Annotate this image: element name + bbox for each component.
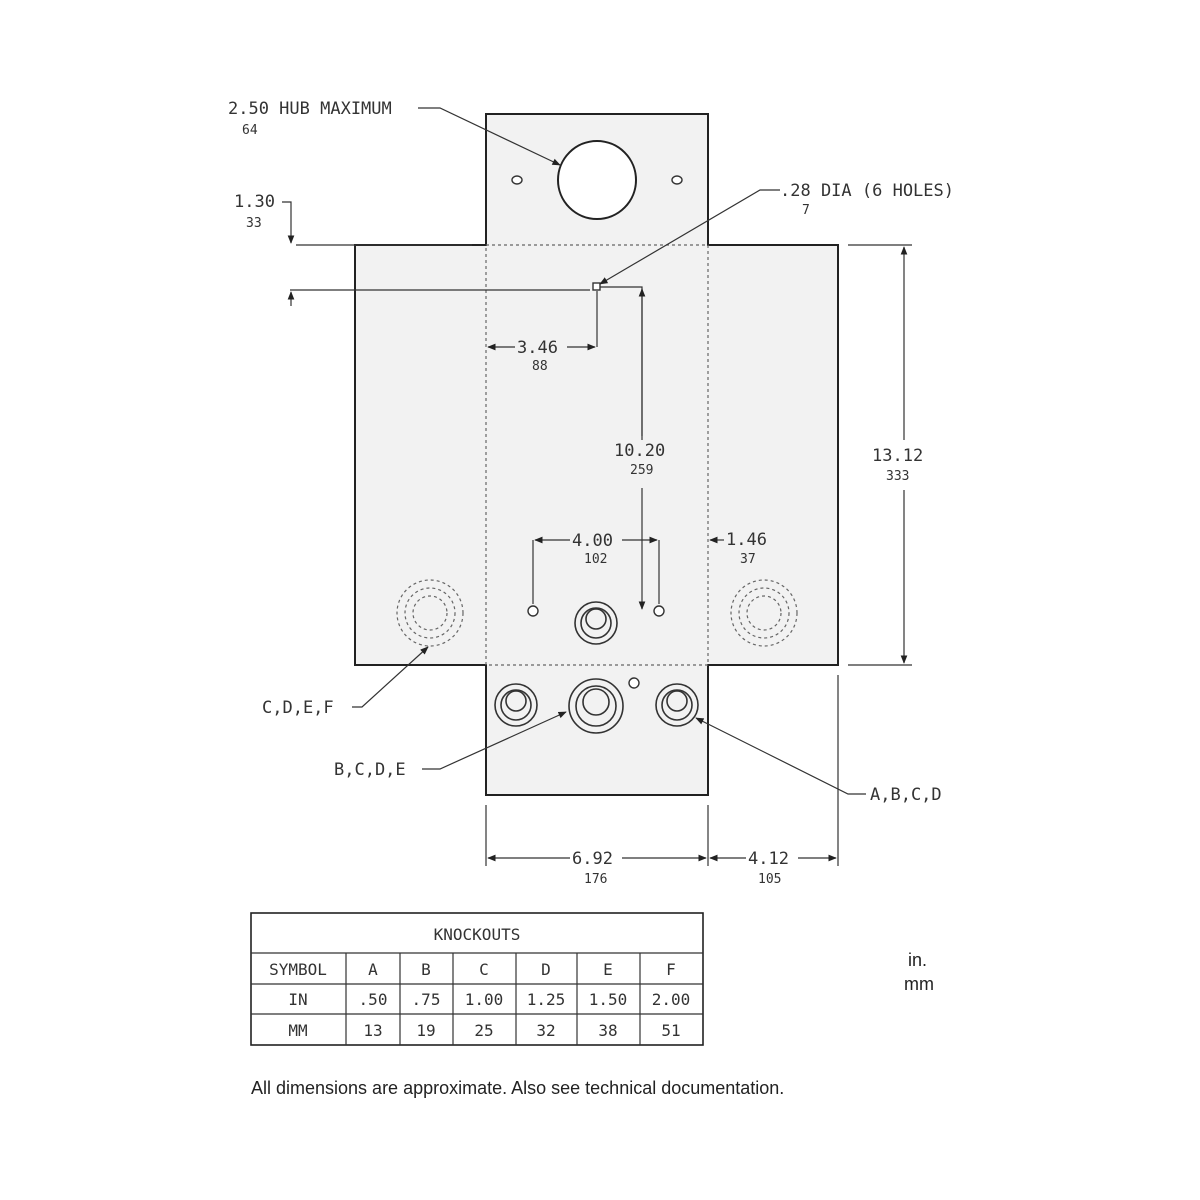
mounting-hole <box>527 605 539 617</box>
top-offset-mm: 33 <box>246 216 262 231</box>
hub-opening <box>557 140 637 220</box>
table-cell: 32 <box>536 1021 555 1040</box>
table-cell: MM <box>288 1021 307 1040</box>
footnote: All dimensions are approximate. Also see… <box>251 1078 784 1098</box>
table-header-cell: F <box>666 960 676 979</box>
units-in: in. <box>908 950 927 970</box>
mounting-hole <box>628 677 640 689</box>
table-cell: .75 <box>412 990 441 1009</box>
knockout-left <box>396 579 464 647</box>
knockout-bottom-right <box>655 683 699 727</box>
hole-spacing-mm: 102 <box>584 552 607 567</box>
knockout-bottom-center <box>568 678 624 734</box>
dim-hole-x: 3.46 88 <box>487 291 598 374</box>
dim-top-offset: 1.30 33 <box>234 192 590 306</box>
table-cell: 51 <box>661 1021 680 1040</box>
dim-height: 13.12 333 <box>848 244 923 666</box>
hole-x-in: 3.46 <box>517 338 558 358</box>
mounting-hole <box>511 175 523 185</box>
height-mm: 333 <box>886 469 909 484</box>
side-width-mm: 105 <box>758 872 781 887</box>
table-header-cell: C <box>479 960 489 979</box>
ko-left-label: C,D,E,F <box>262 698 334 718</box>
hub-label: 2.50 HUB MAXIMUM <box>228 99 392 119</box>
hole-y-mm: 259 <box>630 463 653 478</box>
dim-hole-spacing: 4.00 102 <box>532 531 660 604</box>
table-header-cell: SYMBOL <box>269 960 327 979</box>
table-cell: 2.00 <box>652 990 691 1009</box>
table-cell: .50 <box>359 990 388 1009</box>
table-header-cell: B <box>421 960 431 979</box>
units-mm: mm <box>904 974 934 994</box>
hole-spacing-in: 4.00 <box>572 531 613 551</box>
knockout-bottom-left <box>494 683 538 727</box>
knockout-right <box>730 579 798 647</box>
mounting-hole <box>671 175 683 185</box>
holes-label: .28 DIA (6 HOLES) <box>780 181 954 201</box>
table-cell: 1.25 <box>527 990 566 1009</box>
knockout-center-callout: B,C,D,E <box>334 711 567 780</box>
table-header-cell: D <box>541 960 551 979</box>
table-cell: 1.00 <box>465 990 504 1009</box>
ko-center-label: B,C,D,E <box>334 760 406 780</box>
knockout-center-upper <box>574 601 618 645</box>
top-offset-in: 1.30 <box>234 192 275 212</box>
ko-right-label: A,B,C,D <box>870 785 942 805</box>
hub-label-mm: 64 <box>242 123 258 138</box>
center-width-mm: 176 <box>584 872 607 887</box>
dim-side-gap: 1.46 37 <box>709 530 767 567</box>
center-width-in: 6.92 <box>572 849 613 869</box>
table-cell: 19 <box>416 1021 435 1040</box>
center-box-dashed <box>485 244 709 666</box>
mounting-hole <box>653 605 665 617</box>
dim-hole-y: 10.20 259 <box>600 286 665 610</box>
side-gap-mm: 37 <box>740 552 756 567</box>
table-header-cell: A <box>368 960 378 979</box>
hole-y-in: 10.20 <box>614 441 665 461</box>
mounting-hole <box>592 282 601 291</box>
table-cell: 13 <box>363 1021 382 1040</box>
table-title: KNOCKOUTS <box>434 925 521 944</box>
table-cell: 1.50 <box>589 990 628 1009</box>
height-in: 13.12 <box>872 446 923 466</box>
hub-callout: 2.50 HUB MAXIMUM 64 <box>228 99 561 166</box>
dim-bottom-widths: 6.92 176 4.12 105 <box>485 675 839 887</box>
holes-label-mm: 7 <box>802 203 810 218</box>
table-cell: 25 <box>474 1021 493 1040</box>
table-cell: IN <box>288 990 307 1009</box>
table-header-cell: E <box>603 960 613 979</box>
hole-x-mm: 88 <box>532 359 548 374</box>
side-gap-in: 1.46 <box>726 530 767 550</box>
side-width-in: 4.12 <box>748 849 789 869</box>
table-cell: 38 <box>598 1021 617 1040</box>
knockout-right-callout: A,B,C,D <box>695 717 942 805</box>
knockouts-table: KNOCKOUTS SYMBOL A B C D E F IN .50 .75 … <box>250 912 704 1046</box>
knockout-left-callout: C,D,E,F <box>262 646 429 718</box>
holes-callout: .28 DIA (6 HOLES) 7 <box>599 181 954 285</box>
